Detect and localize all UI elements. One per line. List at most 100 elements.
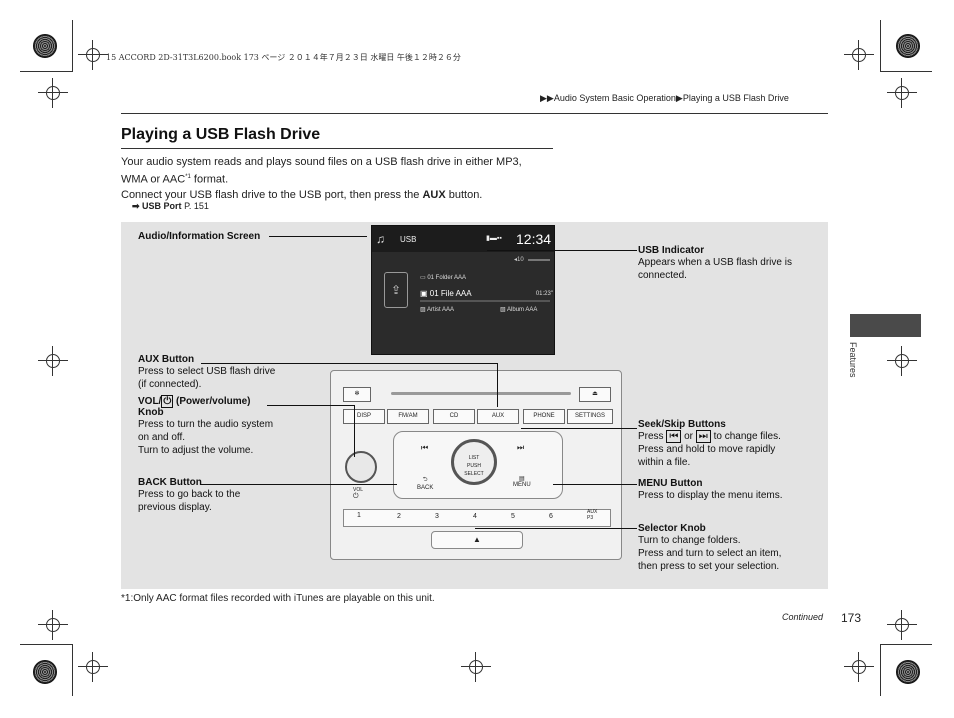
usb-indicator-icon: ▮▬▪▪ [486,235,502,242]
crop-mark [880,71,932,72]
leader-line [201,484,397,485]
fm-am-button[interactable]: FM/AM [387,409,429,424]
folder-row: ▭ 01 Folder AAA [420,275,467,281]
artist-row: ▨ Artist AAA [420,307,455,313]
callout-usb-indicator: USB Indicator Appears when a USB flash d… [638,245,792,281]
preset-1[interactable]: 1 [357,512,361,519]
settings-button[interactable]: SETTINGS [567,409,613,424]
back-button[interactable]: ⮌BACK [417,477,434,491]
top-rule [121,113,828,114]
vol-label: VOL [353,487,364,493]
audio-panel-diagram: ♫ USB ▮▬▪▪ 12:34 ◂10 ⇪ ▭ 01 Folder AAA ▣… [121,222,828,589]
callout-screen: Audio/Information Screen [138,231,261,242]
preset-3[interactable]: 3 [435,513,439,520]
crop-mark [880,644,932,645]
seek-back-button[interactable]: ⏮ [421,443,429,452]
preset-2[interactable]: 2 [397,513,401,520]
screen-source: USB [400,235,417,244]
leader-line [269,236,367,237]
file-row: ▣ 01 File AAA [420,289,472,298]
usb-port-reference[interactable]: ➡ USB Port P. 151 [132,201,209,211]
leader-line [354,405,355,457]
preset-6[interactable]: 6 [549,513,553,520]
color-registration-disc [896,660,920,684]
cd-button[interactable]: CD [433,409,475,424]
reference-arrow-icon: ➡ [132,201,143,211]
hazard-button[interactable]: ▲ [431,531,523,549]
elapsed-time: 01:23" [535,291,553,297]
title-rule [121,148,553,149]
callout-seek: Seek/Skip Buttons Press ⏮ or ⏭ to change… [638,419,781,468]
registration-mark [78,40,108,70]
intro-line: WMA or AAC*1 format. [121,173,229,186]
intro-text: Your audio system reads and plays sound … [121,155,581,203]
registration-mark [887,346,917,376]
breadcrumb: ▶▶Audio System Basic Operation▶Playing a… [540,93,789,104]
intro-line: Connect your USB flash drive to the USB … [121,188,483,201]
cd-slot [391,392,571,395]
leader-line [267,405,355,406]
head-unit: ✻ ⏏ DISP FM/AM CD AUX PHONE SETTINGS ⏮ ⏭… [330,370,622,560]
registration-mark [887,610,917,640]
leader-line [475,528,637,529]
aux-port-label: AUX P3 [587,509,598,521]
color-registration-disc [33,660,57,684]
registration-mark [887,78,917,108]
eject-button[interactable]: ⏏ [579,387,611,402]
crop-mark [20,71,72,72]
power-icon: ⏻ [161,395,174,408]
chapter-tab [850,314,921,337]
continued-label: Continued [782,612,824,622]
preset-5[interactable]: 5 [511,513,515,520]
leader-line [521,428,637,429]
registration-mark [844,40,874,70]
volume-bar [528,259,550,261]
callout-aux: AUX Button Press to select USB flash dri… [138,354,276,390]
screen-clock: 12:34 [516,231,552,247]
color-registration-disc [896,34,920,58]
section-title: Playing a USB Flash Drive [121,126,321,143]
breadcrumb-arrow-icon: ▶ [675,93,683,103]
page-number: 173 [841,611,862,625]
side-tab-label: Features [848,342,858,378]
leader-line [487,250,637,251]
registration-mark [38,610,68,640]
breadcrumb-arrow-icon: ▶▶ [540,93,554,103]
volume-readout: ◂10 [514,257,524,263]
intro-line: Your audio system reads and plays sound … [121,156,522,168]
breadcrumb-link[interactable]: Audio System Basic Operation [553,93,676,103]
skip-forward-icon: ⏭ [695,430,711,443]
color-registration-disc [33,34,57,58]
footnote: *1:Only AAC format files recorded with i… [121,593,435,604]
leader-line [497,363,498,407]
phone-button[interactable]: PHONE [523,409,565,424]
crop-mark [72,20,73,72]
breadcrumb-current: Playing a USB Flash Drive [682,93,789,103]
music-note-icon: ♫ [376,232,385,246]
crop-mark [880,20,881,72]
disp-button[interactable]: DISP [343,409,385,424]
leader-line [201,363,497,364]
callout-menu: MENU Button Press to display the menu it… [638,478,783,501]
registration-mark [38,78,68,108]
screen-header-bar [372,226,554,252]
usb-device-icon: ⇪ [384,272,408,308]
volume-knob[interactable] [345,451,377,483]
registration-mark [844,652,874,682]
menu-button[interactable]: ▤MENU [513,476,531,488]
selector-knob[interactable]: LIST PUSH SELECT [451,439,497,485]
hazard-switch-icon[interactable]: ✻ [343,387,371,402]
callout-vol: VOL/⏻ (Power/volume) Knob Press to turn … [138,395,274,456]
preset-4[interactable]: 4 [473,513,477,520]
registration-mark [38,346,68,376]
registration-mark [461,652,491,682]
seek-forward-button[interactable]: ⏭ [517,443,525,452]
power-icon: ⏻ [353,493,359,500]
print-header: 15 ACCORD 2D-31T3L6200.book 173 ページ ２０１４… [106,53,461,62]
crop-mark [20,644,72,645]
registration-mark [78,652,108,682]
callout-selector: Selector Knob Turn to change folders. Pr… [638,523,782,572]
aux-button[interactable]: AUX [477,409,519,424]
preset-row [343,509,611,527]
callout-back: BACK Button Press to go back to the prev… [138,477,241,513]
